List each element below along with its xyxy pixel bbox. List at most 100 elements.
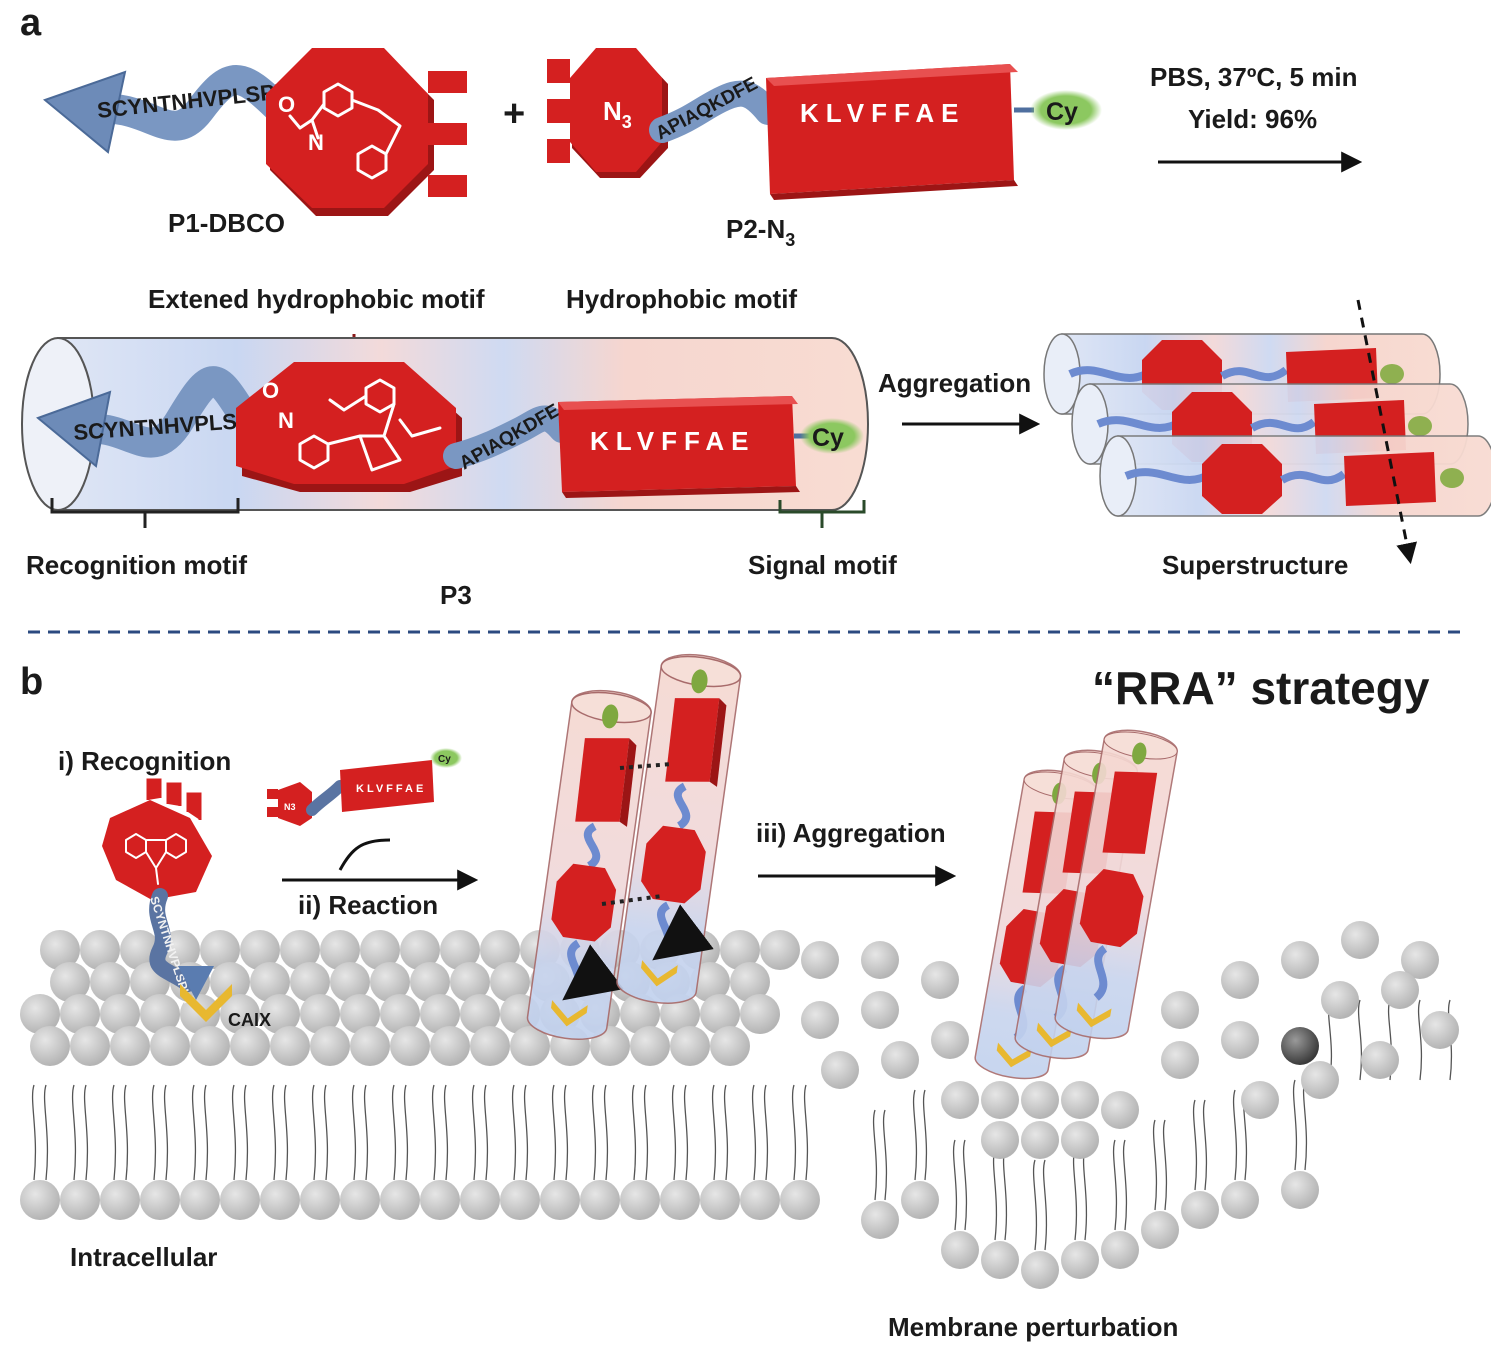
lipid-head — [821, 1051, 859, 1089]
lipid-tail — [631, 1084, 637, 1181]
lipid-tail — [151, 1084, 157, 1181]
superstructure — [1043, 299, 1491, 565]
lipid-head — [1421, 1011, 1459, 1049]
lipid-head — [620, 1180, 660, 1220]
membrane-perturbation-label: Membrane perturbation — [888, 1312, 1178, 1342]
lipid-head — [280, 930, 320, 970]
small-klvffae-text: KLVFFAE — [356, 783, 426, 795]
lipid-head — [981, 1121, 1019, 1159]
lipid-heads-inner — [20, 1171, 1319, 1289]
lipid-tail — [952, 1139, 958, 1231]
lipid-head — [941, 1231, 979, 1269]
lipid-head — [80, 930, 120, 970]
lipid-head — [1281, 1027, 1319, 1065]
lipid-head — [690, 962, 730, 1002]
lipid-tail — [683, 1084, 689, 1181]
p3-nitrogen-label: N — [278, 408, 294, 433]
step2-label: ii) Reaction — [298, 890, 438, 920]
lipid-head — [400, 930, 440, 970]
lipid-head — [1141, 1211, 1179, 1249]
lipid-head — [30, 1026, 70, 1066]
lipid-tail — [962, 1139, 968, 1231]
lipid-head — [480, 930, 520, 970]
lipid-head — [620, 994, 660, 1034]
lipid-tail — [1072, 1149, 1078, 1241]
lipid-head — [70, 1026, 110, 1066]
cy-label: Cy — [1046, 98, 1078, 126]
lipid-head — [260, 1180, 300, 1220]
lipid-head — [740, 1180, 780, 1220]
membrane-bilayer — [20, 921, 1459, 1289]
lipid-tail — [83, 1084, 89, 1181]
lipid-head — [931, 1021, 969, 1059]
aggregation-label-a: Aggregation — [878, 368, 1031, 398]
p3-oxygen-label: O — [262, 378, 279, 403]
small-azide-label: N3 — [284, 802, 296, 812]
lipid-tail — [403, 1084, 409, 1181]
lipid-head — [490, 962, 530, 1002]
lipid-head — [981, 1081, 1019, 1119]
lipid-tail — [231, 1084, 237, 1181]
caix-label: CAIX — [228, 1010, 271, 1030]
lipid-head — [340, 994, 380, 1034]
lipid-head — [340, 1180, 380, 1220]
strategy-title: “RRA” strategy — [1092, 662, 1430, 714]
lipid-head — [700, 994, 740, 1034]
aggregated-bundle — [974, 729, 1178, 1080]
lipid-heads-outer — [20, 921, 1459, 1159]
lipid-head — [981, 1241, 1019, 1279]
lipid-head — [670, 1026, 710, 1066]
lipid-head — [60, 1180, 100, 1220]
plus-sign: + — [503, 93, 525, 135]
lipid-head — [100, 1180, 140, 1220]
lipid-head — [740, 994, 780, 1034]
lipid-tail — [603, 1084, 609, 1181]
membrane-p3-tube-left — [526, 689, 652, 1040]
lipid-head — [1161, 991, 1199, 1029]
recognition-motif-label: Recognition motif — [26, 550, 247, 580]
lipid-tail — [431, 1084, 437, 1181]
lipid-tail — [922, 1089, 928, 1181]
lipid-tail — [671, 1084, 677, 1181]
lipid-tail — [1417, 999, 1423, 1081]
lipid-head — [440, 930, 480, 970]
lipid-tail — [391, 1084, 397, 1181]
interaction-dots-bottom — [601, 894, 663, 906]
lipid-tail — [511, 1084, 517, 1181]
lipid-head — [1281, 941, 1319, 979]
cy-dye: Cy — [1014, 90, 1102, 130]
lipid-head — [1221, 961, 1259, 999]
lipid-head — [140, 1180, 180, 1220]
lipid-head — [1061, 1241, 1099, 1279]
superstructure-label: Superstructure — [1162, 550, 1348, 580]
lipid-head — [1401, 941, 1439, 979]
p3-tube-pair — [526, 653, 742, 1040]
bound-arrowhead-icon — [178, 966, 214, 1000]
recognition-motif-bracket — [50, 498, 240, 528]
lipid-tail — [443, 1084, 449, 1181]
lipid-tail — [711, 1084, 717, 1181]
lipid-tail — [1042, 1159, 1048, 1251]
lipid-head — [270, 1026, 310, 1066]
lipid-head — [90, 962, 130, 1002]
lipid-tail — [203, 1084, 209, 1181]
lipid-head — [140, 994, 180, 1034]
lipid-head — [1321, 981, 1359, 1019]
p3-cy-dye: Cy — [794, 418, 864, 454]
lipid-head — [320, 930, 360, 970]
lipid-tail — [1122, 1139, 1128, 1231]
lipid-head — [780, 1180, 820, 1220]
lipid-tail — [283, 1084, 289, 1181]
p3-klvffae-text: KLVFFAE — [590, 426, 756, 456]
lipid-tail — [1002, 1149, 1008, 1241]
conditions-line1: PBS, 37ºC, 5 min — [1150, 62, 1357, 92]
lipid-head — [1161, 1041, 1199, 1079]
lipid-head — [861, 1201, 899, 1239]
signal-motif-label: Signal motif — [748, 550, 897, 580]
lipid-head — [180, 1180, 220, 1220]
dbco-block: O N — [266, 48, 467, 216]
lipid-tail — [43, 1084, 49, 1181]
lipid-head — [710, 1026, 750, 1066]
lipid-head — [350, 1026, 390, 1066]
